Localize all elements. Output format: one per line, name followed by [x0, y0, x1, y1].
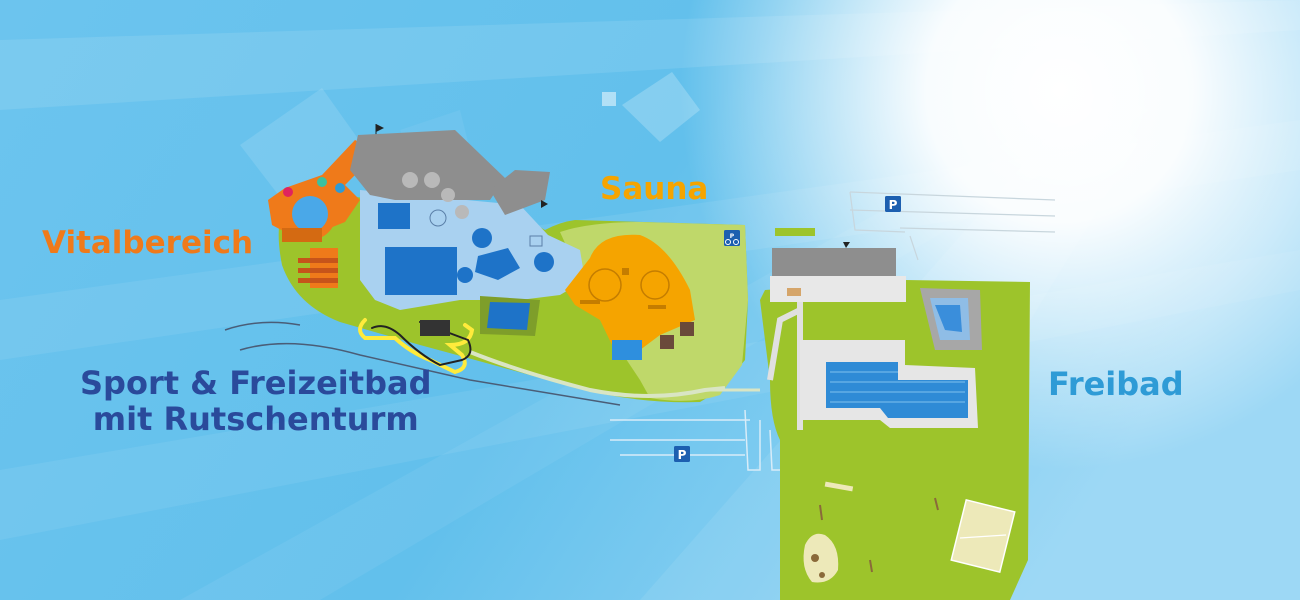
parking-icon: P	[885, 196, 901, 212]
entrance-strip	[775, 228, 815, 236]
svg-text:P: P	[730, 233, 735, 240]
vital-area	[268, 140, 378, 288]
sand-playground	[803, 533, 839, 583]
freibad-entrance-building	[772, 248, 896, 278]
bicycle-parking-icon: P	[724, 230, 740, 246]
trees-freibad	[819, 497, 939, 573]
road-outline	[224, 321, 621, 406]
lower-parking	[610, 409, 780, 471]
sport-freizeitbad-label: Sport & Freizeitbad mit Rutschenturm	[80, 364, 432, 438]
pool-lanes	[830, 371, 965, 403]
sport-building	[350, 130, 585, 310]
svg-text:P: P	[889, 198, 898, 212]
svg-text:P: P	[678, 448, 687, 462]
vitalbereich-label: Vitalbereich	[42, 225, 254, 261]
sauna-area	[565, 234, 695, 360]
bench	[824, 481, 854, 492]
flag-marker	[541, 200, 548, 208]
sport-label-line1: Sport & Freizeitbad	[80, 364, 432, 402]
entrance-marker	[843, 242, 850, 248]
parking-icon-lower: P	[674, 446, 690, 462]
freibad-label: Freibad	[1048, 365, 1184, 403]
slide-tower	[358, 318, 475, 375]
upper-parking	[849, 191, 1056, 261]
footpath	[469, 350, 726, 398]
kids-pool	[920, 288, 982, 350]
flag-icon	[375, 124, 384, 136]
freibad-pool	[826, 362, 968, 418]
sauna-label: Sauna	[600, 171, 709, 207]
sport-label-line2: mit Rutschenturm	[92, 399, 419, 438]
